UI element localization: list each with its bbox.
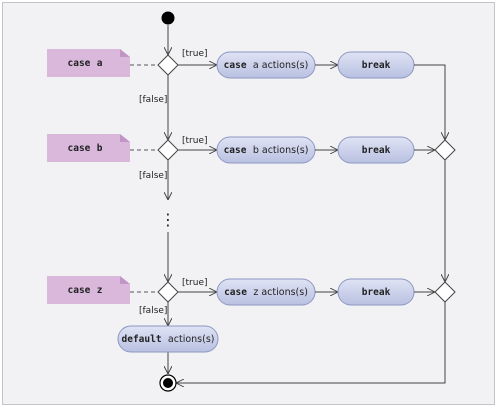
final-node-core bbox=[163, 378, 173, 388]
note-case-z bbox=[47, 276, 130, 304]
merge-z bbox=[434, 281, 456, 303]
guard-true-b: [true] bbox=[182, 136, 208, 146]
break-z-text: break bbox=[362, 287, 391, 298]
note-b-text: case b bbox=[68, 143, 103, 154]
guard-true-a: [true] bbox=[182, 49, 208, 59]
action-b-text: case b actions(s) bbox=[224, 145, 309, 156]
note-z-text: case z bbox=[68, 285, 103, 296]
break-b-text: break bbox=[362, 145, 391, 156]
merge-b bbox=[434, 139, 456, 161]
action-z-text: case z actions(s) bbox=[224, 287, 308, 298]
edge-break-a-to-merge bbox=[414, 64, 445, 140]
guard-false-a: [false] bbox=[139, 95, 167, 105]
edge-merge-to-final bbox=[176, 302, 446, 383]
note-case-a bbox=[47, 49, 130, 77]
decision-z bbox=[157, 281, 179, 303]
action-default bbox=[117, 325, 219, 353]
default-action-text: default actions(s) bbox=[122, 334, 215, 345]
decision-b bbox=[157, 139, 179, 161]
guard-true-z: [true] bbox=[182, 278, 208, 288]
ellipsis: ⋮ bbox=[160, 210, 176, 229]
note-a-text: case a bbox=[68, 58, 103, 69]
action-a-text: case a actions(s) bbox=[224, 60, 309, 71]
decision-a bbox=[157, 54, 179, 76]
break-a-text: break bbox=[362, 60, 391, 71]
note-case-b bbox=[47, 134, 130, 162]
initial-node bbox=[161, 11, 175, 25]
guard-false-b: [false] bbox=[139, 171, 167, 181]
guard-false-z: [false] bbox=[139, 306, 167, 316]
